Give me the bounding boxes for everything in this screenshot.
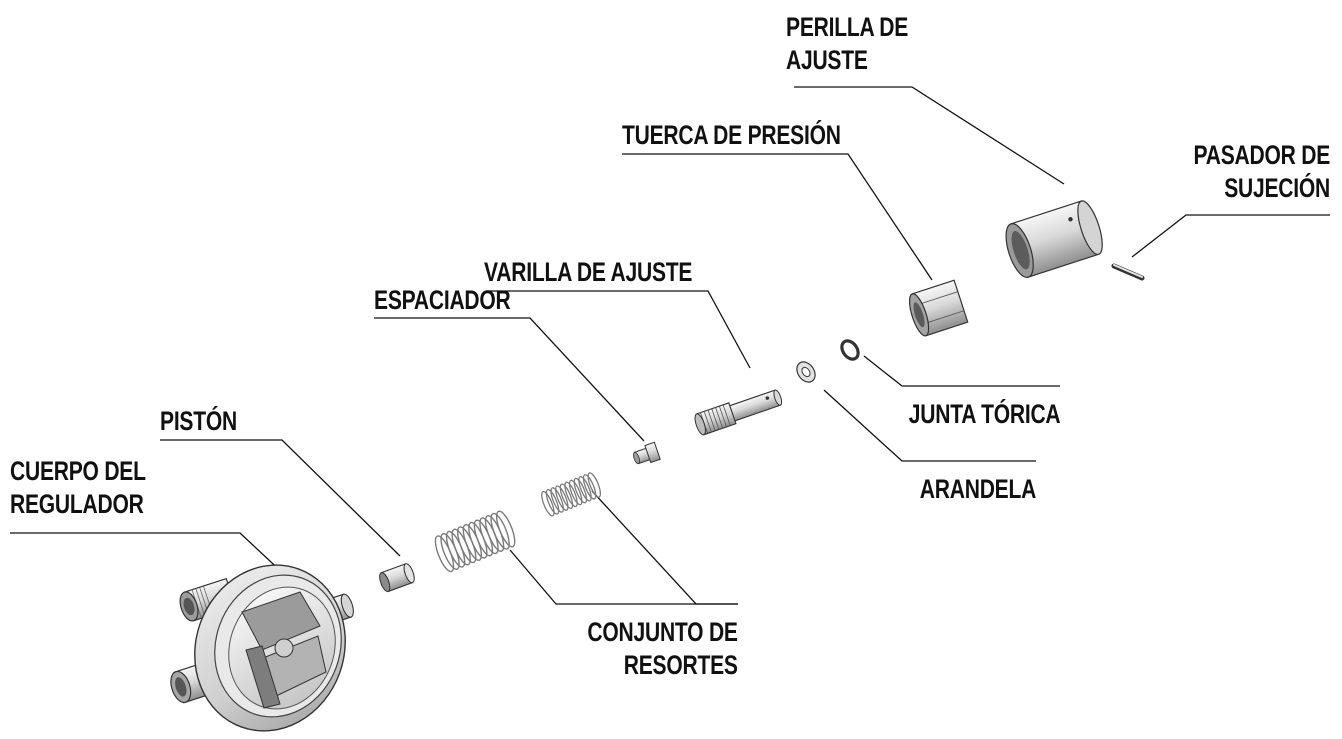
lock-nut-part (908, 279, 969, 337)
label-piston: PISTÓN (160, 406, 238, 436)
label-o-ring: JUNTA TÓRICA (908, 399, 1060, 429)
label-regulator-body: CUERPO DEL REGULADOR (10, 456, 146, 519)
leader-piston (160, 439, 401, 557)
o-ring-part (840, 339, 860, 361)
leader-lock-nut (622, 153, 933, 281)
leader-spring-small (591, 490, 738, 605)
spring-large-part (434, 510, 516, 573)
label-adjustment-knob: PERILLA DE AJUSTE (786, 12, 909, 75)
leader-lines (10, 86, 1330, 605)
leader-adjustment-knob (794, 86, 1065, 185)
label-washer: ARANDELA (919, 474, 1037, 504)
retaining-pin-part (1111, 263, 1145, 281)
piston-part (379, 563, 415, 593)
leader-spacer (374, 317, 645, 442)
label-spring-set: CONJUNTO DE RESORTES (587, 617, 739, 680)
label-adjustment-rod: VARILLA DE AJUSTE (484, 257, 693, 287)
adjustment-knob-part (1005, 200, 1103, 278)
adjustment-rod-part (694, 389, 783, 436)
label-retaining-pin: PASADOR DE SUJECIÓN (1193, 140, 1330, 203)
leader-o-ring (863, 355, 1060, 387)
leader-washer (823, 389, 1036, 462)
leader-adjustment-rod (488, 290, 751, 369)
regulator-body-part (170, 564, 354, 732)
label-spacer: ESPACIADOR (374, 285, 511, 315)
spacer-part (633, 441, 661, 465)
label-lock-nut: TUERCA DE PRESIÓN (622, 120, 841, 150)
leader-regulator-body (10, 532, 287, 577)
leader-retaining-pin (1131, 214, 1330, 258)
spring-small-part (541, 472, 602, 517)
leader-spring-large (509, 549, 738, 605)
washer-part (796, 361, 816, 383)
